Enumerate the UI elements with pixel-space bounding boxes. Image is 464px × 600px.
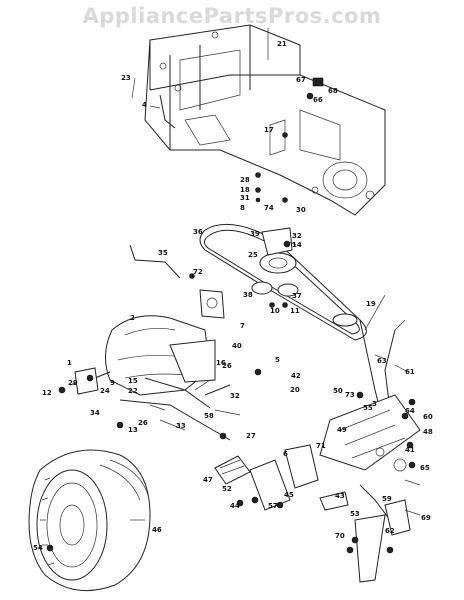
callout: 26 xyxy=(138,419,148,427)
callout: 54 xyxy=(33,544,43,552)
callout: 66 xyxy=(313,96,323,104)
callout: 61 xyxy=(405,368,415,376)
callout: 68 xyxy=(328,87,338,95)
callout: 40 xyxy=(232,342,242,350)
transmission xyxy=(69,289,225,396)
callout: 3 xyxy=(372,400,377,408)
callout: 6 xyxy=(283,450,288,458)
callout: 53 xyxy=(350,510,360,518)
callout: 62 xyxy=(385,527,395,535)
callout: 44 xyxy=(230,502,240,510)
callout: 16 xyxy=(216,359,226,367)
callout: 17 xyxy=(264,126,274,134)
callout: 15 xyxy=(128,377,138,385)
drive-belt xyxy=(199,223,367,341)
callout: 49 xyxy=(337,426,347,434)
callout: 23 xyxy=(121,74,131,82)
callout: 72 xyxy=(193,268,203,276)
callout: 59 xyxy=(382,495,392,503)
callout: 35 xyxy=(158,249,168,257)
callout: 26 xyxy=(222,362,232,370)
callout: 33 xyxy=(176,422,186,430)
callout: 14 xyxy=(292,241,302,249)
callout: 11 xyxy=(290,307,300,315)
callout: 43 xyxy=(335,492,345,500)
callout: 74 xyxy=(264,204,274,212)
callout: 30 xyxy=(296,206,306,214)
hardware xyxy=(46,77,416,554)
callout: 48 xyxy=(423,428,433,436)
callout: 27 xyxy=(246,432,256,440)
callout: 19 xyxy=(366,300,376,308)
callout: 63 xyxy=(377,357,387,365)
callout: 52 xyxy=(222,485,232,493)
pedal-assembly xyxy=(214,394,421,583)
callout: 47 xyxy=(203,476,213,484)
callout: 29 xyxy=(68,379,78,387)
callout: 41 xyxy=(405,446,415,454)
callout: 64 xyxy=(405,407,415,415)
callout: 1 xyxy=(67,359,72,367)
callout: 24 xyxy=(100,387,110,395)
callout: 34 xyxy=(90,409,100,417)
callout: 21 xyxy=(277,40,287,48)
callout: 65 xyxy=(420,464,430,472)
callout: 37 xyxy=(292,292,302,300)
callout: 25 xyxy=(248,251,258,259)
callout: 45 xyxy=(284,491,294,499)
callout: 8 xyxy=(240,204,245,212)
callout: 7 xyxy=(240,322,245,330)
callout: 57 xyxy=(268,502,278,510)
callouts: 21 23 4 67 68 66 17 28 18 31 8 74 30 1 7… xyxy=(33,40,433,552)
callout: 32 xyxy=(292,232,302,240)
callout: 2 xyxy=(130,314,135,322)
callout: 42 xyxy=(291,372,301,380)
callout: 70 xyxy=(335,532,345,540)
callout: 20 xyxy=(290,386,300,394)
callout: 55 xyxy=(363,404,373,412)
callout: 69 xyxy=(421,514,431,522)
callout: 18 xyxy=(240,186,250,194)
leader-lines xyxy=(130,28,421,521)
callout: 71 xyxy=(316,442,326,450)
linkage-rods xyxy=(119,244,396,441)
callout: 28 xyxy=(240,176,250,184)
callout: 46 xyxy=(152,526,162,534)
callout: 13 xyxy=(128,426,138,434)
callout: 32 xyxy=(230,392,240,400)
callout: 36 xyxy=(193,228,203,236)
callout: 10 xyxy=(270,307,280,315)
callout: 5 xyxy=(275,356,280,364)
callout: 38 xyxy=(243,291,253,299)
chassis-frame xyxy=(144,24,386,216)
rear-tire xyxy=(28,449,151,592)
callout: 67 xyxy=(296,76,306,84)
callout: 4 xyxy=(142,101,147,109)
callout: 12 xyxy=(42,389,52,397)
callout: 73 xyxy=(345,391,355,399)
callout: 22 xyxy=(128,387,138,395)
watermark: AppliancePartsPros.com xyxy=(82,4,382,28)
callout: 50 xyxy=(333,387,343,395)
callout: 39 xyxy=(250,230,260,238)
callout: 58 xyxy=(204,412,214,420)
callout: 9 xyxy=(110,379,115,387)
callout: 31 xyxy=(240,194,250,202)
callout: 60 xyxy=(423,413,433,421)
